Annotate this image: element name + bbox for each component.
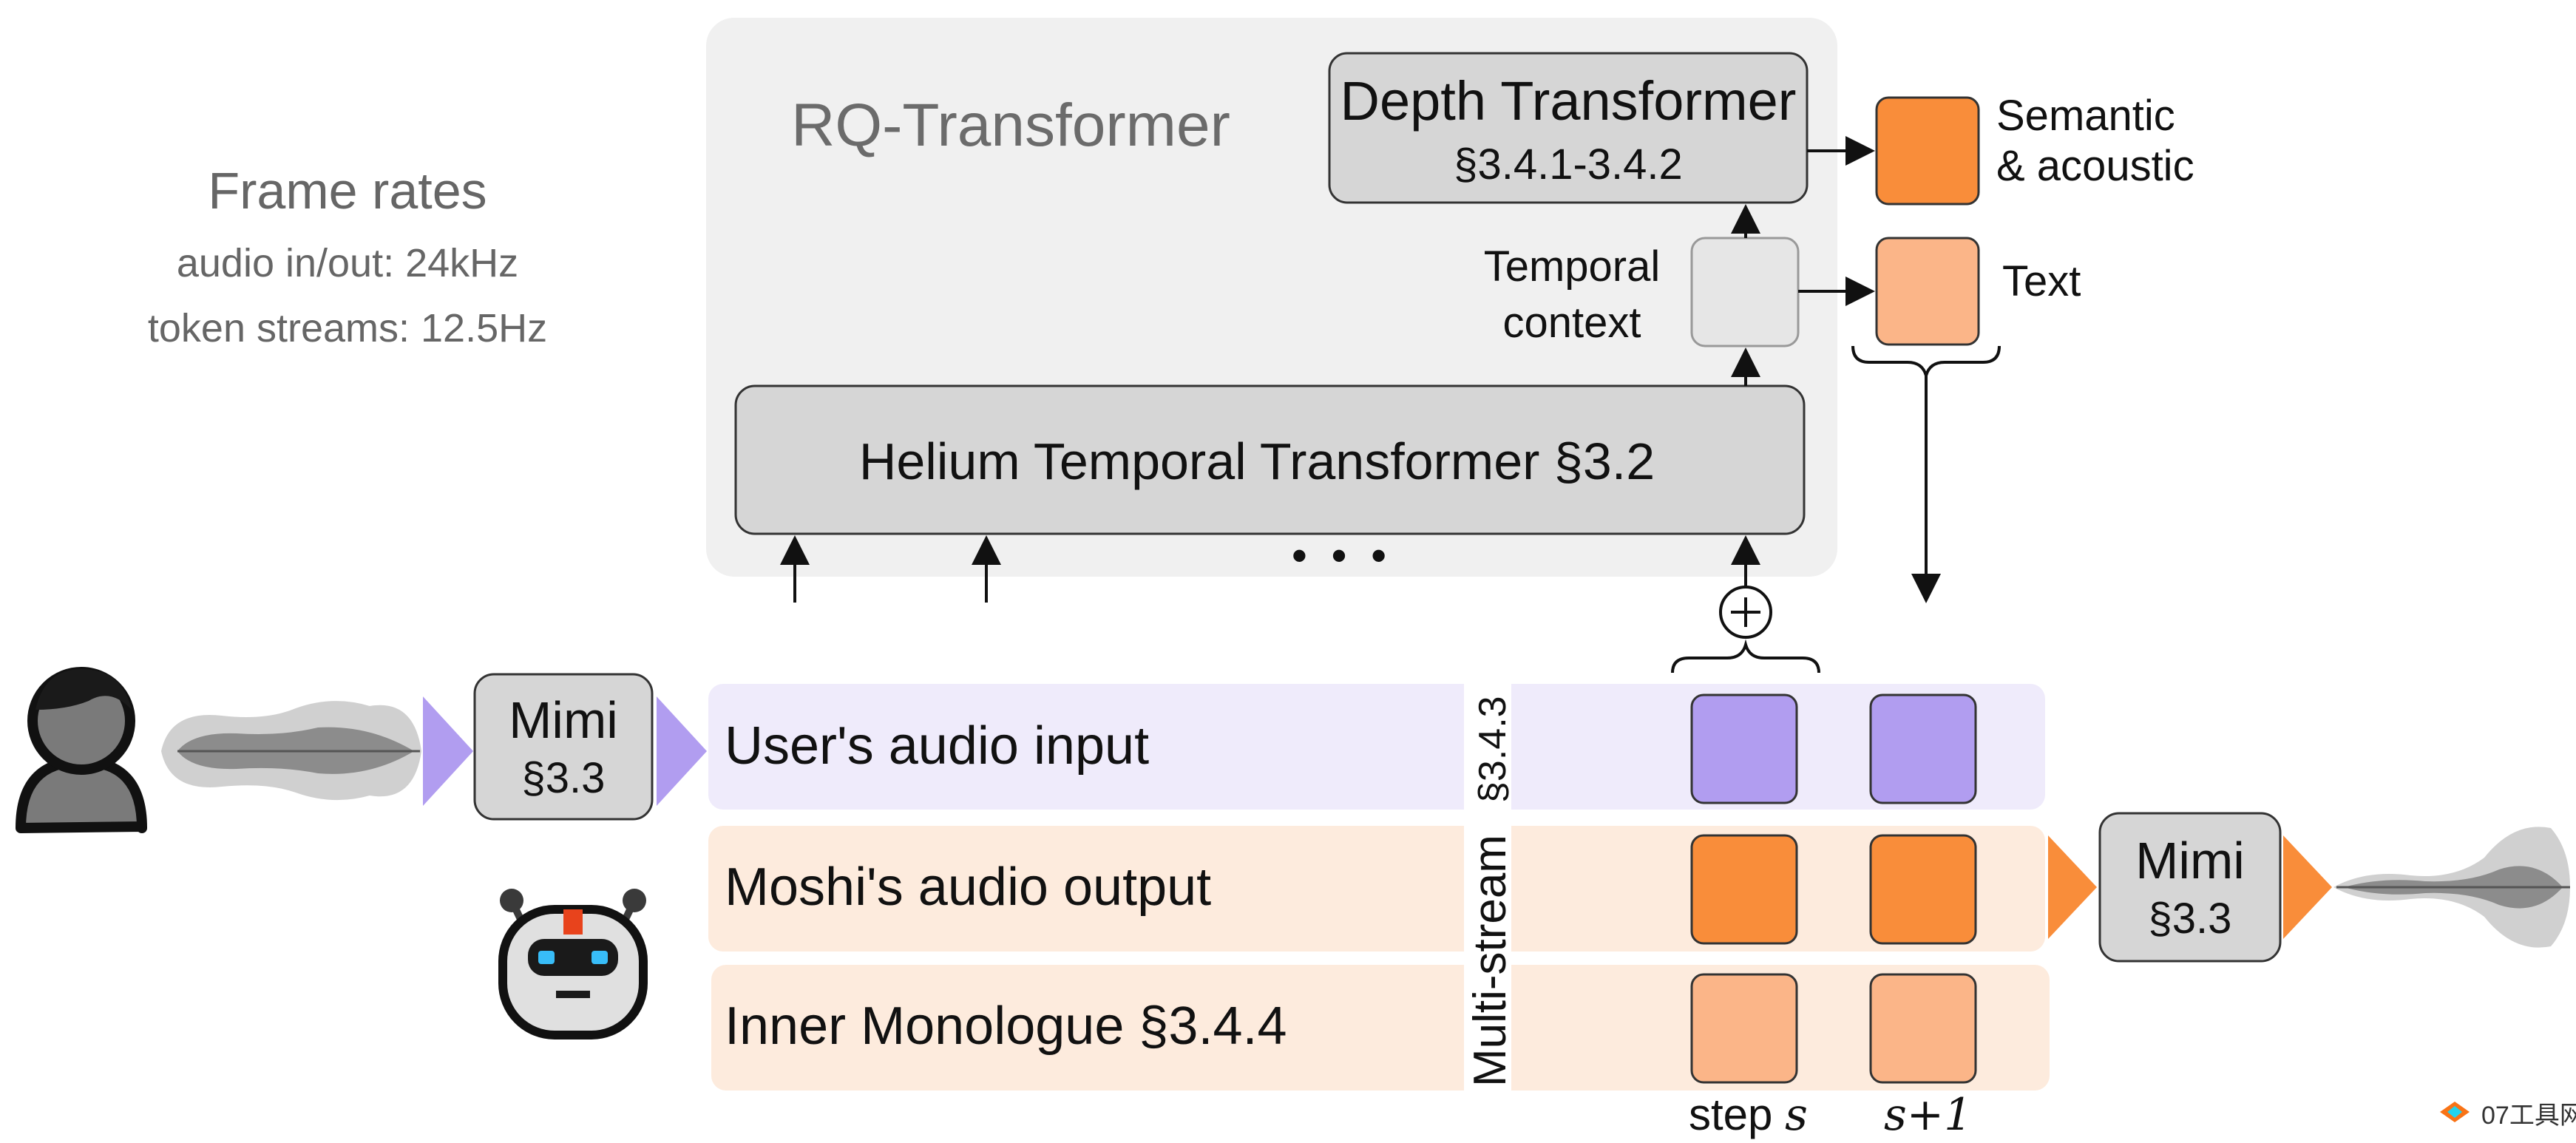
semantic-label-1: Semantic: [1996, 92, 2175, 140]
multistream-label: Multi-stream: [1465, 835, 1516, 1087]
moshi-audio-label: Moshi's audio output: [725, 858, 1211, 917]
multistream-label-strip: [1464, 680, 1511, 1094]
mimi-encoder-name: Mimi: [509, 691, 618, 749]
user-waveform-icon: [161, 701, 421, 801]
audio-rate-label: audio in/out: 24kHz: [177, 241, 518, 285]
temporal-context-label-1: Temporal: [1484, 242, 1661, 291]
moshi-token-step-s: [1690, 834, 1798, 945]
semantic-label-2: & acoustic: [1996, 142, 2194, 190]
temporal-context-box: [1690, 237, 1800, 347]
mimi-decoder-name: Mimi: [2135, 832, 2245, 889]
ellipsis-dots: • • •: [1292, 531, 1392, 580]
mimi-decoder-ref: §3.3: [2149, 895, 2232, 943]
inner-monologue-label: Inner Monologue §3.4.4: [725, 997, 1287, 1056]
monologue-token-step-s: [1690, 973, 1798, 1084]
user-token-step-s: [1690, 693, 1798, 804]
watermark-text: 07工具网: [2481, 1102, 2576, 1130]
token-rate-label: token streams: 12.5Hz: [148, 306, 547, 350]
input-chevron-2: [657, 696, 707, 806]
helium-temporal-transformer-box: [734, 384, 1806, 535]
text-token: [1875, 237, 1980, 346]
frame-rates-title: Frame rates: [208, 162, 487, 220]
semantic-acoustic-token: [1875, 96, 1980, 206]
watermark-logo-inner-icon: [2447, 1106, 2462, 1118]
helium-temporal-transformer-label: Helium Temporal Transformer §3.2: [859, 433, 1655, 490]
robot-icon: [498, 889, 648, 1039]
frame-rates-note: Frame rates audio in/out: 24kHz token st…: [148, 162, 547, 350]
depth-transformer-title: Depth Transformer: [1340, 70, 1797, 132]
user-audio-label: User's audio input: [725, 716, 1149, 776]
input-chevron-1: [423, 696, 473, 806]
depth-transformer-ref: §3.4.1-3.4.2: [1454, 140, 1683, 189]
temporal-context-label-2: context: [1503, 299, 1641, 347]
rq-transformer-title: RQ-Transformer: [791, 92, 1230, 159]
step-label: step s: [1689, 1089, 1808, 1141]
moshi-token-step-s1: [1869, 834, 1977, 945]
text-output-label: Text: [2002, 257, 2081, 305]
watermark: 07工具网: [2440, 1102, 2576, 1130]
step-s1-label: s+1: [1884, 1089, 1972, 1141]
output-chevron-2: [2283, 835, 2332, 939]
output-chevron-1: [2048, 835, 2097, 939]
moshi-waveform-icon: [2333, 827, 2570, 948]
user-token-step-s1: [1869, 693, 1977, 804]
mimi-decoder-box: [2098, 812, 2282, 963]
input-token-brace: [1671, 639, 1820, 674]
mimi-encoder-ref: §3.3: [522, 754, 606, 802]
depth-transformer-box: [1328, 52, 1809, 204]
text-token-brace: [1851, 345, 2001, 381]
mimi-encoder-box: [473, 673, 654, 821]
user-person-icon: [16, 667, 147, 833]
monologue-token-step-s1: [1869, 973, 1977, 1084]
multistream-ref-label: §3.4.3: [1471, 696, 1514, 803]
